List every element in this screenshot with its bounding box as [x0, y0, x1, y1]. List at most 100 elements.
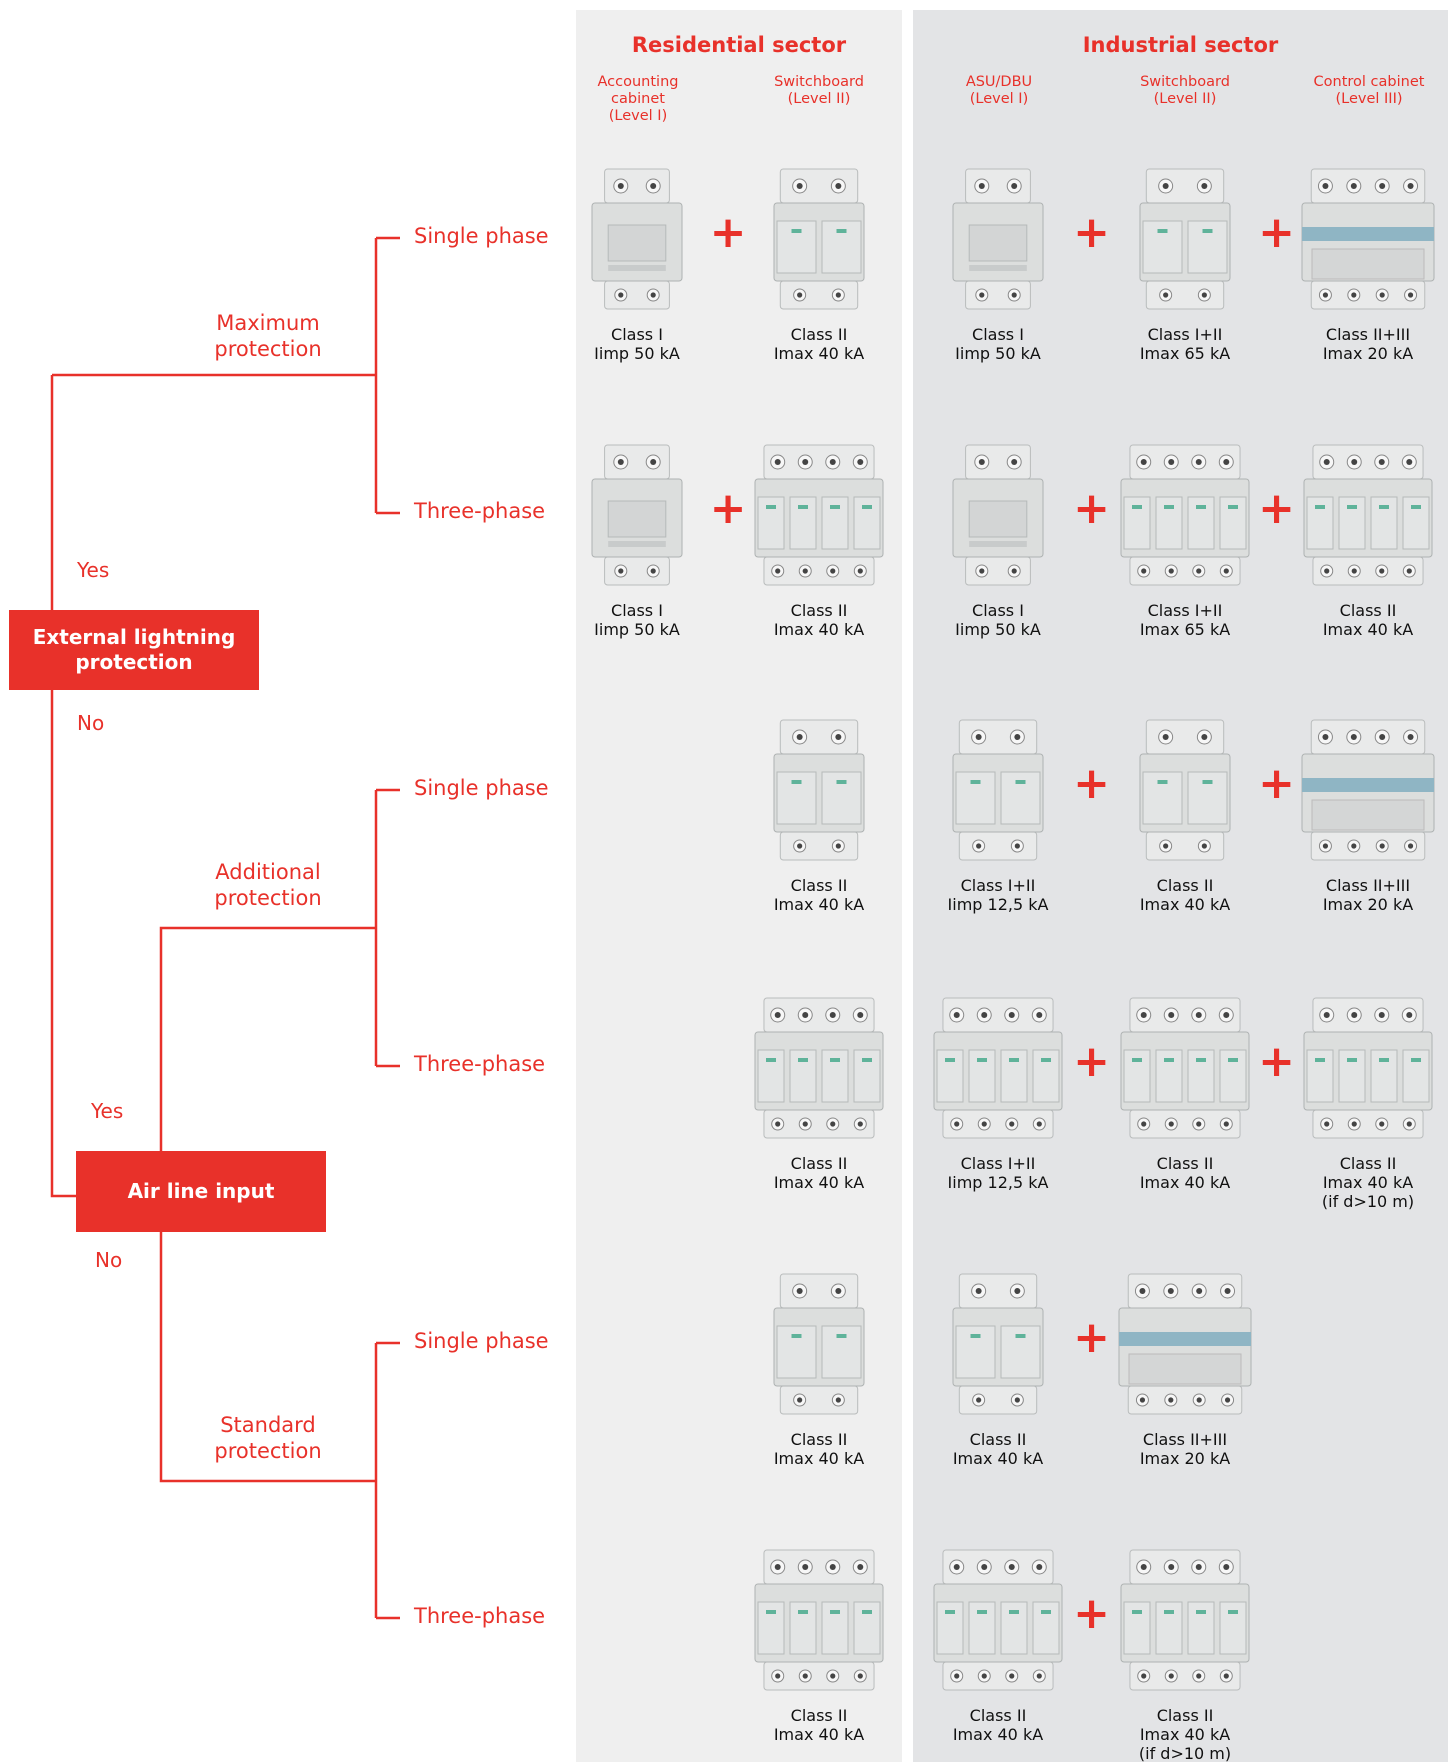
plus-sign: +	[1073, 483, 1110, 534]
single-pole-spd-icon	[952, 444, 1044, 586]
plus-sign: +	[709, 207, 747, 258]
product-caption: Class II Imax 40 kA	[952, 1430, 1044, 1468]
single-pole-spd-icon	[952, 168, 1044, 310]
phase-label: Single phase	[414, 224, 549, 248]
product-cell: Class II Imax 40 kA	[727, 443, 911, 639]
product-cell: Class II Imax 40 kA	[727, 718, 911, 914]
four-pole-spd-icon	[754, 1549, 884, 1691]
product-caption: Class I Iimp 50 kA	[594, 601, 680, 639]
wide-combined-spd-icon	[1301, 719, 1435, 861]
column-header-asu-dbu: ASU/DBU (Level I)	[965, 74, 1033, 107]
product-caption: Class II+III Imax 20 kA	[1139, 1430, 1231, 1468]
product-caption: Class I Iimp 50 kA	[594, 325, 680, 363]
column-header-industrial-switchboard: Switchboard (Level II)	[1140, 74, 1230, 107]
product-cell: Class II Imax 40 kA	[1093, 718, 1277, 914]
air-line-input-box: Air line input	[76, 1151, 326, 1232]
product-cell: Class I Iimp 50 kA	[545, 167, 729, 363]
product-cell: Class II+III Imax 20 kA	[1276, 718, 1454, 914]
plus-sign: +	[709, 483, 747, 534]
product-cell: Class II Imax 40 kA	[1276, 443, 1454, 639]
four-pole-spd-icon	[1120, 997, 1250, 1139]
product-caption: Class II Imax 40 kA	[773, 325, 865, 363]
flow-connector-line	[159, 926, 376, 1151]
product-caption: Class I+II Iimp 12,5 kA	[947, 876, 1049, 914]
product-cell: Class I Iimp 50 kA	[906, 443, 1090, 639]
product-cell: Class II+III Imax 20 kA	[1276, 167, 1454, 363]
external-lightning-yes-label: Yes	[77, 558, 110, 582]
product-cell: Class II Imax 40 kA	[1093, 996, 1277, 1192]
phase-label: Three-phase	[414, 1052, 546, 1076]
product-caption: Class II Imax 40 kA	[1322, 601, 1414, 639]
column-header-residential-switchboard: Switchboard (Level II)	[774, 74, 864, 107]
product-cell: Class II Imax 40 kA	[727, 167, 911, 363]
product-cell: Class II Imax 40 kA	[727, 1272, 911, 1468]
product-caption: Class II+III Imax 20 kA	[1322, 325, 1414, 363]
product-cell: Class II Imax 40 kA (if d>10 m)	[1093, 1548, 1277, 1763]
product-caption: Class II Imax 40 kA	[773, 1430, 865, 1468]
product-caption: Class II Imax 40 kA	[773, 1154, 865, 1192]
product-caption: Class II Imax 40 kA (if d>10 m)	[1138, 1706, 1232, 1763]
four-pole-spd-icon	[1120, 1549, 1250, 1691]
external-lightning-protection-box: External lightning protection	[9, 610, 259, 690]
flow-connector-line	[159, 1232, 376, 1483]
product-caption: Class II Imax 40 kA	[1139, 876, 1231, 914]
plus-sign: +	[1258, 758, 1295, 809]
phase-label: Three-phase	[414, 1604, 546, 1628]
four-pole-spd-icon	[1120, 444, 1250, 586]
product-caption: Class II Imax 40 kA (if d>10 m)	[1321, 1154, 1415, 1211]
air-line-input-yes-label: Yes	[91, 1099, 124, 1123]
four-pole-spd-icon	[1303, 444, 1433, 586]
column-header-accounting-cabinet: Accounting cabinet (Level I)	[597, 74, 679, 124]
product-caption: Class I Iimp 50 kA	[955, 601, 1041, 639]
product-caption: Class I Iimp 50 kA	[955, 325, 1041, 363]
plus-sign: +	[1258, 483, 1295, 534]
product-cell: Class II Imax 40 kA	[727, 996, 911, 1192]
two-pole-spd-icon	[1139, 168, 1231, 310]
flow-connector-line	[50, 375, 76, 1198]
product-cell: Class I+II Imax 65 kA	[1093, 443, 1277, 639]
wide-combined-spd-icon	[1301, 168, 1435, 310]
four-pole-spd-icon	[1303, 997, 1433, 1139]
plus-sign: +	[1073, 1036, 1110, 1087]
product-caption: Class II Imax 40 kA	[773, 601, 865, 639]
product-caption: Class II Imax 40 kA	[773, 1706, 865, 1744]
plus-sign: +	[1073, 207, 1110, 258]
product-cell: Class I Iimp 50 kA	[545, 443, 729, 639]
column-header-control-cabinet: Control cabinet (Level III)	[1313, 74, 1425, 107]
phase-label: Single phase	[414, 1329, 549, 1353]
product-caption: Class I+II Imax 65 kA	[1139, 325, 1231, 363]
product-cell: Class II Imax 40 kA	[727, 1548, 911, 1744]
two-pole-spd-icon	[773, 168, 865, 310]
phase-label: Three-phase	[414, 499, 546, 523]
four-pole-spd-icon	[754, 997, 884, 1139]
product-caption: Class I+II Iimp 12,5 kA	[947, 1154, 1049, 1192]
product-cell: Class I+II Imax 65 kA	[1093, 167, 1277, 363]
product-caption: Class II Imax 40 kA	[773, 876, 865, 914]
product-caption: Class II Imax 40 kA	[952, 1706, 1044, 1744]
air-line-input-no-label: No	[95, 1248, 123, 1272]
product-cell: Class II Imax 40 kA	[906, 1548, 1090, 1744]
two-pole-spd-icon	[1139, 719, 1231, 861]
product-cell: Class II+III Imax 20 kA	[1093, 1272, 1277, 1468]
two-pole-spd-icon	[952, 1273, 1044, 1415]
product-cell: Class I Iimp 50 kA	[906, 167, 1090, 363]
two-pole-spd-icon	[952, 719, 1044, 861]
external-lightning-no-label: No	[77, 711, 105, 735]
four-pole-spd-icon	[754, 444, 884, 586]
plus-sign: +	[1073, 1312, 1110, 1363]
two-pole-spd-icon	[773, 1273, 865, 1415]
additional-protection-label: Additional protection	[214, 860, 322, 910]
plus-sign: +	[1073, 758, 1110, 809]
four-pole-spd-icon	[933, 1549, 1063, 1691]
product-caption: Class I+II Imax 65 kA	[1139, 601, 1231, 639]
plus-sign: +	[1258, 207, 1295, 258]
product-cell: Class I+II Iimp 12,5 kA	[906, 996, 1090, 1192]
four-pole-spd-icon	[933, 997, 1063, 1139]
product-cell: Class I+II Iimp 12,5 kA	[906, 718, 1090, 914]
two-pole-spd-icon	[773, 719, 865, 861]
single-pole-spd-icon	[591, 444, 683, 586]
product-caption: Class II+III Imax 20 kA	[1322, 876, 1414, 914]
product-cell: Class II Imax 40 kA	[906, 1272, 1090, 1468]
